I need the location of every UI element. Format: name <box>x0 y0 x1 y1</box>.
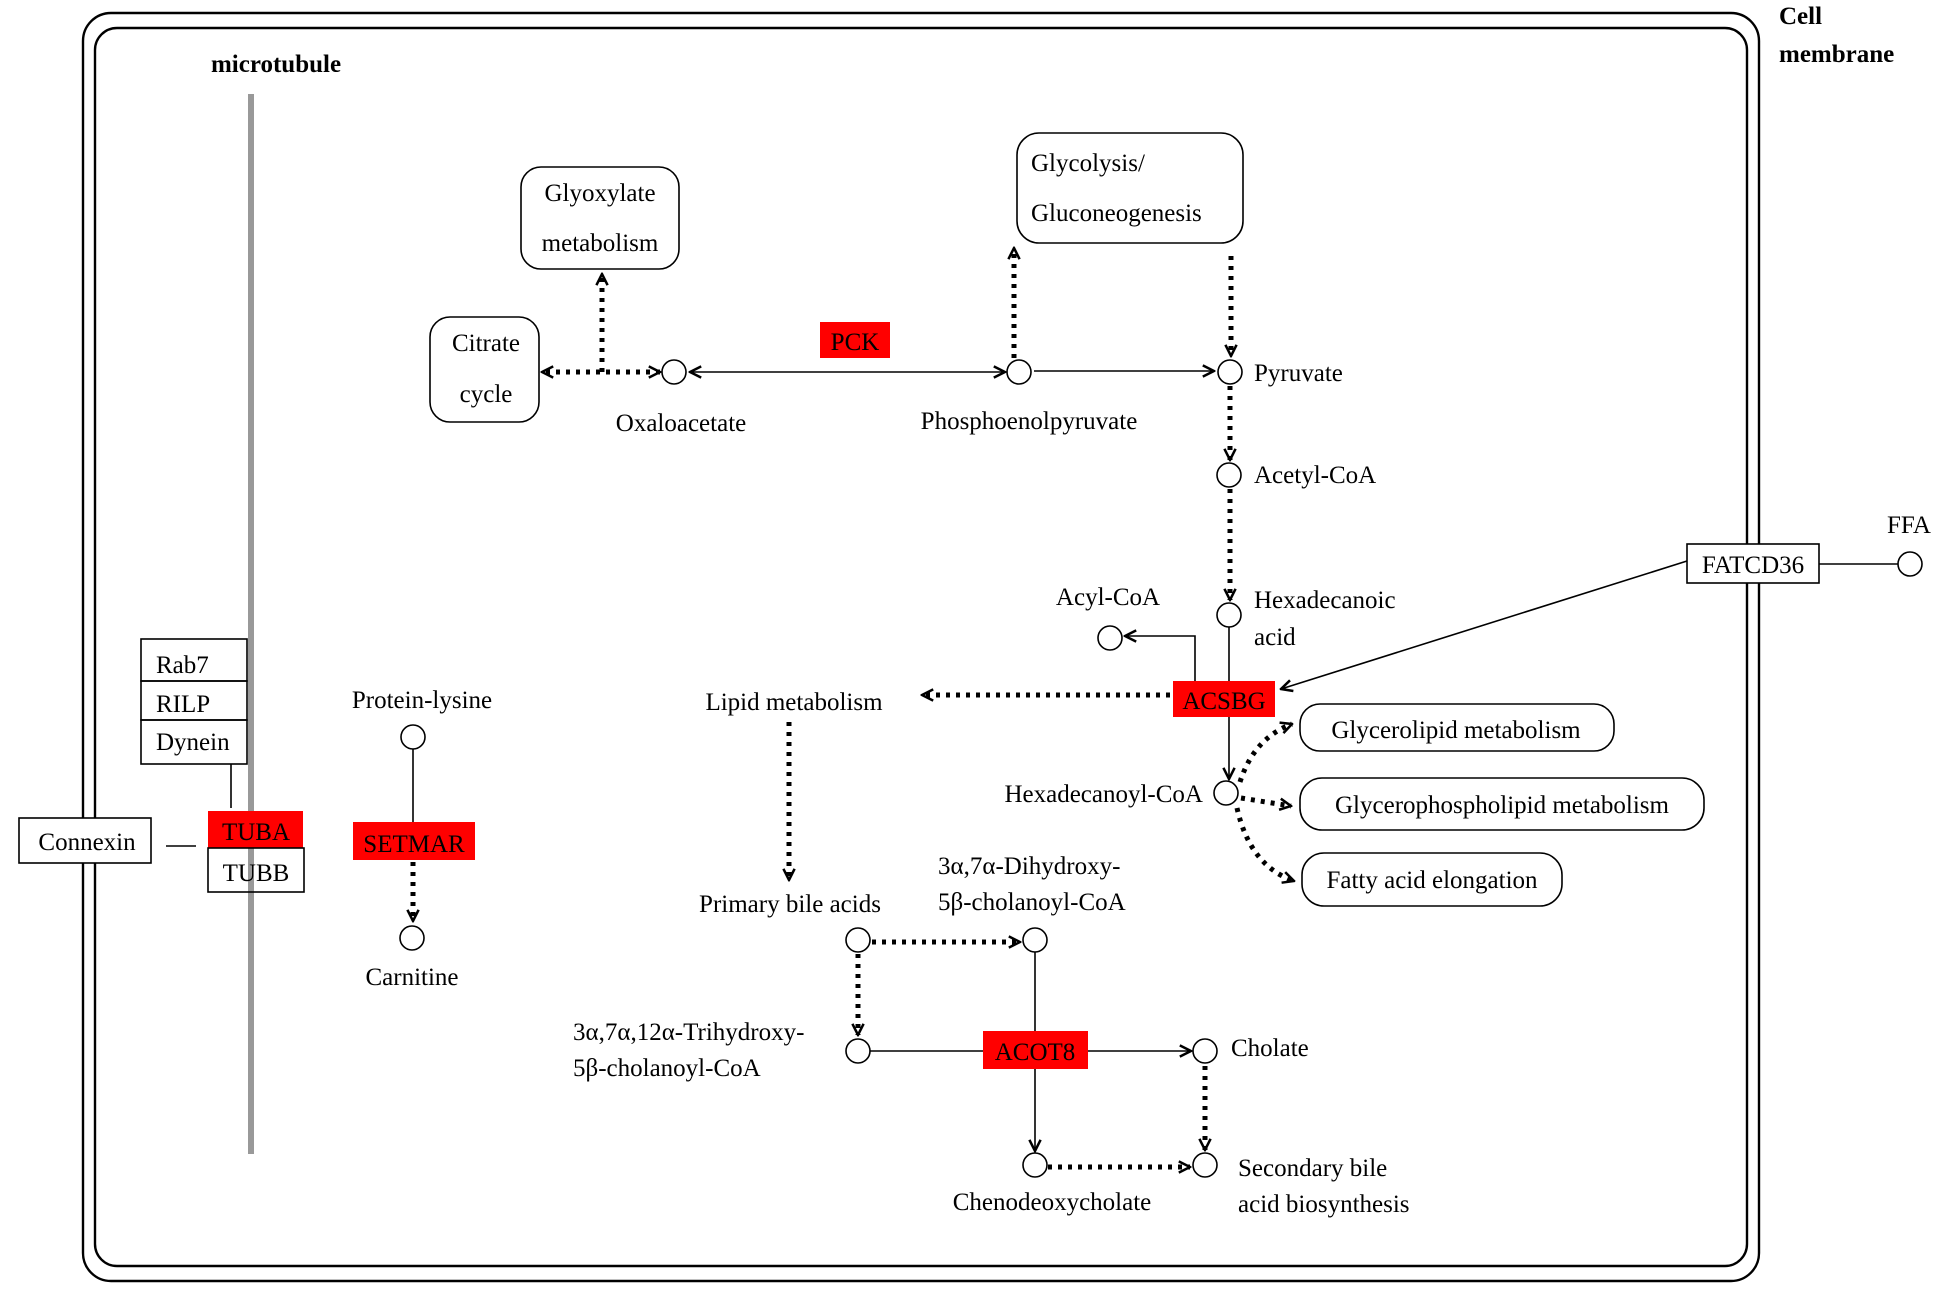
pyruvate-label: Pyruvate <box>1254 360 1343 387</box>
rilp-label: RILP <box>156 691 210 718</box>
chenodeoxycholate-label: Chenodeoxycholate <box>953 1189 1152 1216</box>
acsbg-label: ACSBG <box>1182 688 1265 715</box>
hexadecanoylcoa-glycerolipid-arrow <box>1237 724 1292 783</box>
hexadecanoylcoa-fatty-acid-elongation-arrow <box>1234 807 1294 881</box>
glyoxylate-label-line1: Glyoxylate <box>544 180 655 207</box>
cell-membrane-inner <box>93 26 1749 1268</box>
hexadecanoic-acid-label-line1: Hexadecanoic <box>1254 587 1396 614</box>
secondary-bile-label-line2: acid biosynthesis <box>1238 1191 1410 1218</box>
acsbg-box <box>1173 681 1275 717</box>
dihydroxy-label-line2: 5β-cholanoyl-CoA <box>938 889 1126 916</box>
tuba-label: TUBA <box>222 819 290 846</box>
pck-box <box>820 322 890 358</box>
hexadecanoyl-coa-node <box>1213 780 1239 806</box>
trihydroxy-label-line1: 3α,7α,12α-Trihydroxy- <box>573 1019 804 1046</box>
ffa-label: FFA <box>1887 512 1931 539</box>
citrate-cycle-label-line2: cycle <box>460 381 513 408</box>
oxaloacetate-node <box>661 359 687 385</box>
carnitine-node <box>399 925 425 951</box>
acsbg-acylcoa-arrow <box>1125 636 1196 681</box>
glycolysis-box <box>1016 132 1244 244</box>
acyl-coa-node <box>1097 625 1123 651</box>
citrate-cycle-label-line1: Citrate <box>452 330 520 357</box>
lipid-metabolism-label: Lipid metabolism <box>705 689 883 716</box>
dynein-box <box>140 719 248 765</box>
glyoxylate-label-line2: metabolism <box>542 230 659 257</box>
secondary-bile-label-line1: Secondary bile <box>1238 1155 1387 1182</box>
phosphoenolpyruvate-node <box>1006 359 1032 385</box>
acot8-label: ACOT8 <box>995 1039 1076 1066</box>
tuba-box <box>208 811 303 848</box>
pyruvate-node <box>1217 359 1243 385</box>
protein-lysine-label: Protein-lysine <box>352 687 492 714</box>
setmar-box <box>353 822 475 860</box>
glycolysis-label-line1: Glycolysis/ <box>1031 150 1145 177</box>
dihydroxy-label-line1: 3α,7α-Dihydroxy- <box>938 853 1120 880</box>
glyoxylate-box <box>520 166 680 270</box>
glycerolipid-label: Glycerolipid metabolism <box>1331 717 1581 744</box>
cell-membrane-label-line1: Cell <box>1779 3 1822 30</box>
trihydroxy-label-line2: 5β-cholanoyl-CoA <box>573 1055 761 1082</box>
cholate-node <box>1192 1038 1218 1064</box>
dihydroxy-node <box>1022 927 1048 953</box>
hexadecanoic-acid-label-line2: acid <box>1254 624 1296 651</box>
hexadecanoic-acid-node <box>1216 602 1242 628</box>
cholate-label: Cholate <box>1231 1035 1309 1062</box>
rab7-label: Rab7 <box>156 652 209 679</box>
fatcd36-box <box>1686 543 1820 584</box>
acot8-box <box>983 1031 1088 1069</box>
protein-lysine-node <box>400 724 426 750</box>
fatty-acid-elongation-box <box>1301 852 1563 907</box>
carnitine-label: Carnitine <box>365 964 458 991</box>
hexadecanoyl-coa-label: Hexadecanoyl-CoA <box>1004 781 1203 808</box>
glycerophospholipid-box <box>1299 777 1705 831</box>
hexadecanoylcoa-glycerophospholipid-arrow <box>1240 795 1291 806</box>
fatcd36-label: FATCD36 <box>1702 552 1804 579</box>
citrate-cycle-box <box>429 316 540 423</box>
primary-bile-acids-label: Primary bile acids <box>699 891 881 918</box>
ffa-node <box>1897 551 1923 577</box>
phosphoenolpyruvate-label: Phosphoenolpyruvate <box>921 408 1138 435</box>
secondary-bile-node <box>1192 1152 1218 1178</box>
trihydroxy-node <box>845 1038 871 1064</box>
fatty-acid-elongation-label: Fatty acid elongation <box>1326 867 1538 894</box>
setmar-label: SETMAR <box>363 831 465 858</box>
pck-label: PCK <box>831 329 880 356</box>
glycerolipid-box <box>1299 703 1615 752</box>
fatcd36-acsbg-arrow <box>1281 560 1688 689</box>
dynein-label: Dynein <box>156 729 230 756</box>
connexin-box <box>18 817 152 864</box>
primary-bile-acids-node <box>845 927 871 953</box>
oxaloacetate-label: Oxaloacetate <box>616 410 746 437</box>
glycolysis-label-line2: Gluconeogenesis <box>1031 200 1202 227</box>
acetyl-coa-label: Acetyl-CoA <box>1254 462 1376 489</box>
cell-membrane-outer <box>81 11 1761 1283</box>
cell-membrane-label-line2: membrane <box>1779 41 1894 68</box>
acyl-coa-label: Acyl-CoA <box>1056 584 1160 611</box>
connexin-label: Connexin <box>38 829 136 856</box>
tubb-box <box>207 847 305 893</box>
microtubule-label: microtubule <box>211 51 341 78</box>
chenodeoxycholate-node <box>1022 1152 1048 1178</box>
acetyl-coa-node <box>1216 462 1242 488</box>
tubb-label: TUBB <box>223 860 290 887</box>
glycerophospholipid-label: Glycerophospholipid metabolism <box>1335 792 1670 819</box>
